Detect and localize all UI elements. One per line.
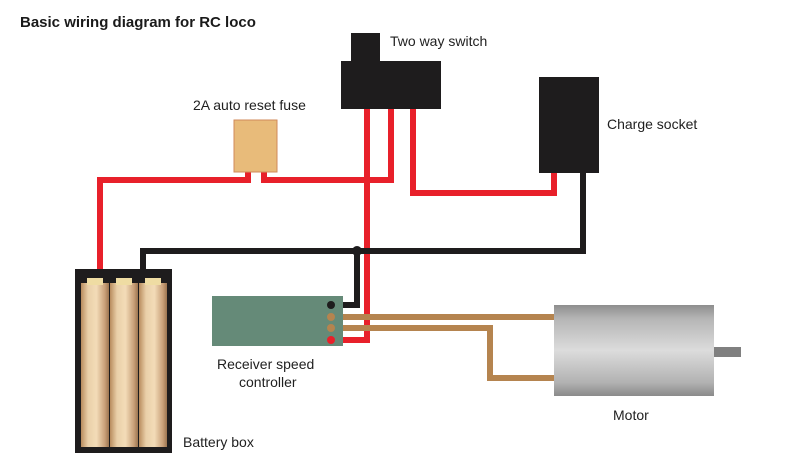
charge-socket <box>539 77 599 173</box>
battery-box <box>75 269 172 453</box>
battery-cell-1-cap <box>87 278 103 285</box>
receiver-motor-terminal-2 <box>327 324 335 332</box>
negative-junction-dot <box>352 246 362 256</box>
wire-battery-negative-to-charge-socket <box>140 172 586 272</box>
motor-label: Motor <box>613 407 649 423</box>
wires <box>97 108 586 381</box>
receiver-motor-terminal-1 <box>327 313 335 321</box>
switch-body <box>341 61 441 109</box>
receiver-negative-terminal <box>327 301 335 309</box>
battery-cell-1 <box>81 283 109 447</box>
battery-box-label: Battery box <box>183 434 254 450</box>
two-way-switch <box>341 33 441 109</box>
receiver-speed-controller <box>212 296 343 346</box>
wire-receiver-to-motor-2 <box>332 325 555 381</box>
receiver-label-line2: controller <box>239 374 297 390</box>
wire-switch-to-receiver-positive <box>332 108 370 343</box>
receiver-positive-terminal <box>327 336 335 344</box>
switch-label: Two way switch <box>390 33 487 49</box>
battery-cell-2-cap <box>116 278 132 285</box>
wire-fuse-to-switch <box>261 108 394 183</box>
motor-shaft <box>714 347 741 357</box>
wire-battery-positive-to-fuse <box>97 170 251 272</box>
charge-socket-label: Charge socket <box>607 116 697 132</box>
battery-cell-2 <box>110 283 138 447</box>
switch-slider <box>351 33 380 63</box>
fuse-label: 2A auto reset fuse <box>193 97 306 113</box>
battery-cell-3-cap <box>145 278 161 285</box>
fuse <box>233 119 278 173</box>
diagram-title: Basic wiring diagram for RC loco <box>20 14 256 31</box>
wire-switch-to-charge-socket <box>410 108 557 196</box>
motor-body <box>554 305 714 396</box>
receiver-label-line1: Receiver speed <box>217 356 314 372</box>
battery-cell-3 <box>139 283 167 447</box>
